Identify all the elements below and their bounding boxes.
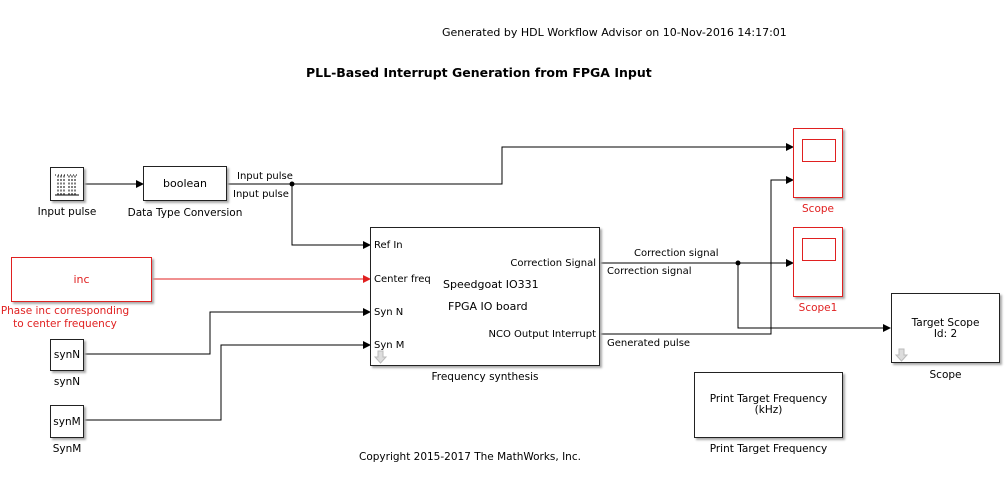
signal-label-input-pulse-bottom: Input pulse [233, 189, 289, 200]
inport-center-freq: Center freq [374, 274, 431, 285]
frequency-synthesis-subsystem[interactable]: Ref In Center freq Syn N Syn M Correctio… [370, 227, 600, 366]
data-type-conversion-block[interactable]: boolean [143, 166, 227, 201]
inport-ref-in: Ref In [374, 240, 403, 251]
subsystem-line1: Speedgoat IO331 [443, 278, 539, 291]
copyright-note: Copyright 2015-2017 The MathWorks, Inc. [359, 451, 581, 463]
junction-input-pulse [289, 181, 295, 187]
subsystem-line2: FPGA IO board [448, 300, 528, 313]
signal-label-correction-top: Correction signal [634, 248, 719, 259]
print-freq-line2: (kHz) [754, 404, 783, 416]
print-freq-line1: Print Target Frequency [709, 393, 828, 405]
line-dtc-to-refin [291, 184, 371, 249]
scope-block[interactable] [793, 128, 843, 198]
data-type-conversion-caption: Data Type Conversion [127, 207, 243, 219]
print-target-frequency-caption: Print Target Frequency [709, 443, 828, 455]
pulse-generator-icon [55, 174, 79, 196]
line-synN-to-synN [84, 308, 371, 355]
scope-screen-icon [802, 139, 836, 162]
scope1-block[interactable] [793, 227, 843, 297]
generated-note: Generated by HDL Workflow Advisor on 10-… [442, 26, 787, 39]
junction-correction [735, 260, 741, 266]
target-scope-arrow-icon [895, 348, 909, 362]
page-title: PLL-Based Interrupt Generation from FPGA… [306, 65, 652, 80]
target-scope-line2: Id: 2 [933, 328, 958, 340]
line-correction-to-target [737, 263, 891, 332]
scope1-caption: Scope1 [798, 302, 838, 314]
subsystem-arrow-icon [374, 350, 388, 364]
target-scope-line1: Target Scope [911, 317, 980, 329]
target-scope-caption: Scope [929, 369, 962, 381]
signal-label-generated-pulse: Generated pulse [607, 338, 691, 349]
synN-caption: synN [53, 376, 81, 388]
inport-syn-n: Syn N [374, 307, 404, 318]
line-synM-to-synM [84, 341, 371, 421]
inport-syn-m: Syn M [374, 340, 405, 351]
scope1-screen-icon [802, 238, 836, 261]
signal-label-input-pulse-top: Input pulse [237, 171, 293, 182]
synM-constant-block[interactable]: synM [50, 405, 84, 438]
line-generated-pulse [600, 176, 794, 335]
inc-caption-line2: to center frequency [13, 318, 117, 330]
signal-label-correction-bottom: Correction signal [607, 266, 692, 277]
synM-caption: SynM [52, 443, 82, 455]
target-scope-block[interactable]: Target Scope Id: 2 [891, 293, 1000, 363]
input-pulse-block[interactable] [50, 167, 84, 201]
outport-correction-signal: Correction Signal [510, 258, 596, 269]
inc-caption-line1: Phase inc corresponding [0, 305, 130, 317]
frequency-synthesis-caption: Frequency synthesis [431, 371, 539, 383]
scope-caption: Scope [802, 203, 834, 215]
line-dtc-to-scope [227, 143, 794, 185]
input-pulse-caption: Input pulse [37, 206, 97, 218]
inc-constant-block[interactable]: inc [11, 257, 152, 302]
print-target-frequency-block[interactable]: Print Target Frequency (kHz) [694, 372, 843, 438]
outport-nco-output-interrupt: NCO Output Interrupt [488, 329, 596, 340]
synN-constant-block[interactable]: synN [50, 339, 84, 371]
